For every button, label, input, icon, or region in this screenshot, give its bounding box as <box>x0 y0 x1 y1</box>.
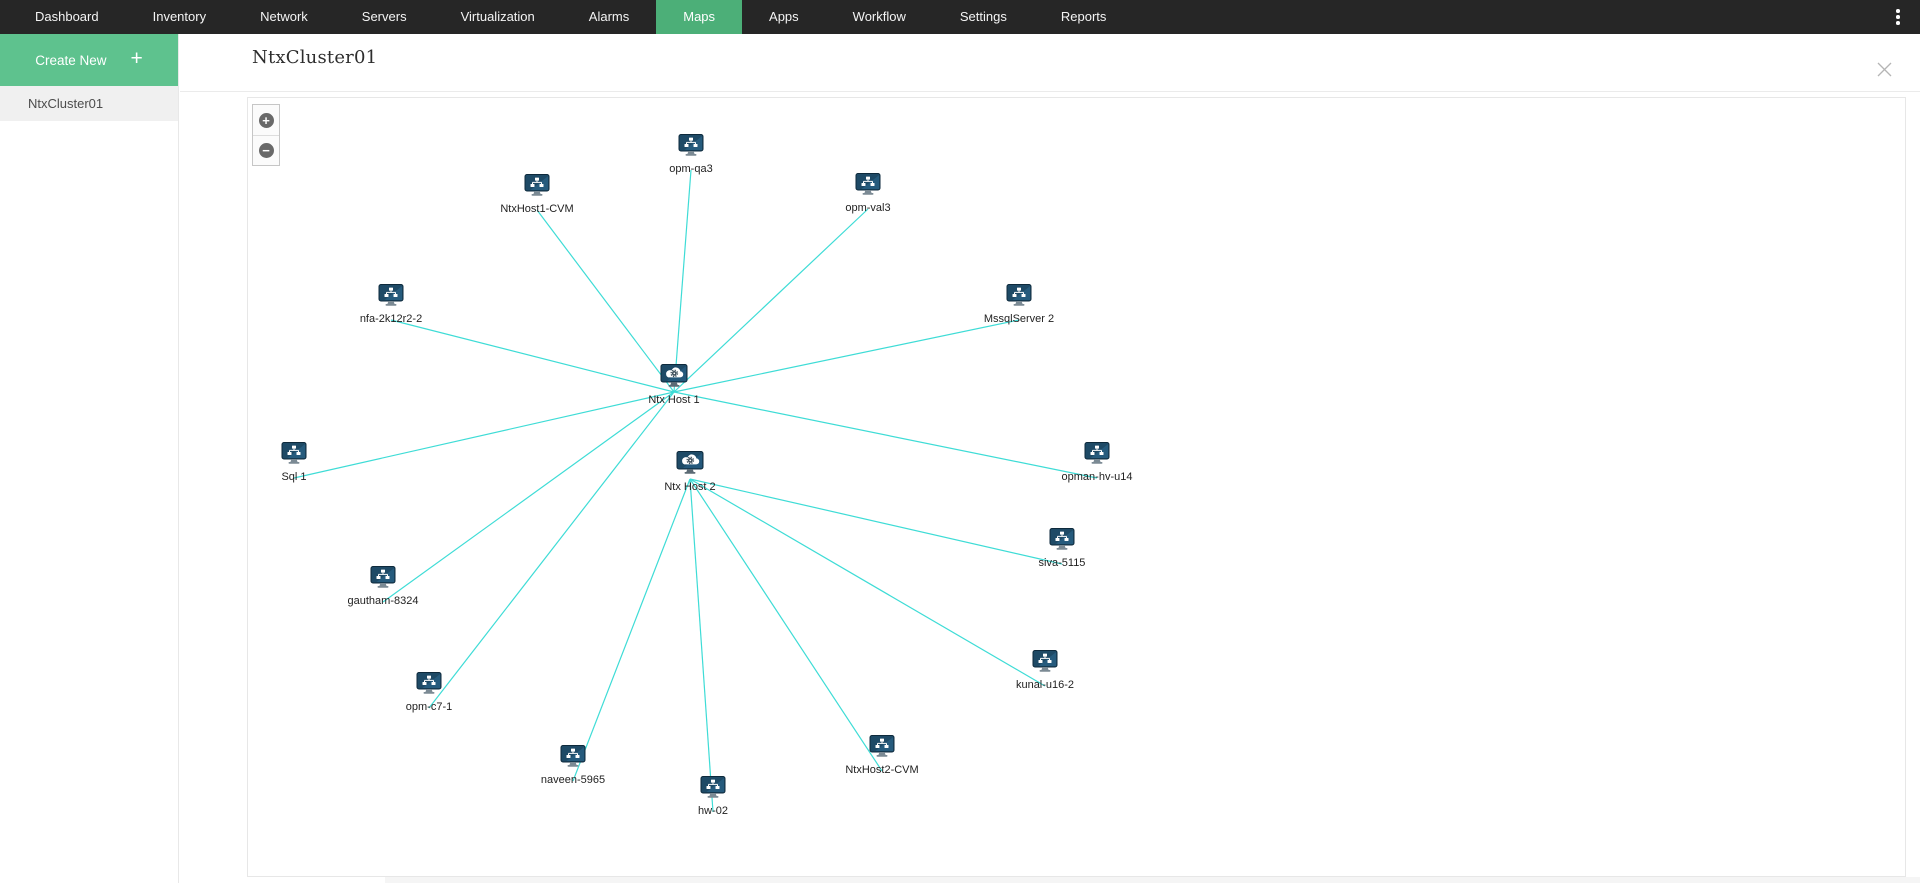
map-node-mssqlserver-2[interactable]: MssqlServer 2 <box>959 284 1079 325</box>
server-network-icon <box>855 173 881 195</box>
topology-edge-ntx-host-2-kunal-u16-2 <box>689 478 1046 687</box>
map-node-ntx-host-1[interactable]: Ntx Host 1 <box>614 364 734 406</box>
server-network-icon <box>370 566 396 588</box>
node-label-mssqlserver-2: MssqlServer 2 <box>983 313 1055 325</box>
zoom-in-icon: + <box>258 112 274 128</box>
zoom-out-button[interactable]: − <box>253 135 279 165</box>
topology-edge-ntx-host-1-ntxhost1-cvm <box>536 209 675 393</box>
topology-nodes-layer: opm-qa3 NtxHost1-CVM opm-val3 nfa-2k12r2… <box>248 98 1905 876</box>
topology-edge-ntx-host-1-gautham-8324 <box>382 391 675 603</box>
server-network-icon <box>560 745 586 767</box>
sidebar-map-list: NtxCluster01 <box>0 86 178 121</box>
zoom-in-button[interactable]: + <box>253 105 279 135</box>
map-node-hw-02[interactable]: hw-02 <box>653 776 773 817</box>
topology-edge-ntx-host-2-ntxhost2-cvm <box>689 478 883 772</box>
map-node-ntxhost1-cvm[interactable]: NtxHost1-CVM <box>477 174 597 215</box>
map-node-opm-c7-1[interactable]: opm-c7-1 <box>369 672 489 713</box>
server-network-icon <box>524 174 550 196</box>
kebab-menu-icon[interactable] <box>1889 0 1907 34</box>
page-title: NtxCluster01 <box>252 47 378 68</box>
map-node-siva-5115[interactable]: siva-5115 <box>1002 528 1122 569</box>
map-node-ntx-host-2[interactable]: Ntx Host 2 <box>630 451 750 493</box>
map-node-nfa-2k12r2-2[interactable]: nfa-2k12r2-2 <box>331 284 451 325</box>
host-cloud-gear-icon <box>676 451 704 474</box>
plus-icon: + <box>130 47 143 70</box>
topology-edge-ntx-host-1-mssqlserver-2 <box>673 319 1020 393</box>
node-label-ntxhost1-cvm: NtxHost1-CVM <box>500 203 574 215</box>
nav-tab-reports[interactable]: Reports <box>1060 9 1107 24</box>
node-label-naveen-5965: naveen-5965 <box>540 774 606 786</box>
host-cloud-gear-icon <box>660 364 688 387</box>
node-label-hw-02: hw-02 <box>698 805 728 817</box>
server-network-icon <box>416 672 442 694</box>
node-label-ntx-host-1: Ntx Host 1 <box>648 394 700 406</box>
nav-tab-apps[interactable]: Apps <box>769 9 799 24</box>
server-network-icon <box>378 284 404 306</box>
topology-edge-ntx-host-1-sql-1 <box>293 391 675 479</box>
topology-edge-ntx-host-2-siva-5115 <box>689 478 1063 565</box>
nav-tab-virtualization[interactable]: Virtualization <box>460 9 535 24</box>
topology-edge-ntx-host-1-opm-qa3 <box>673 169 692 393</box>
nav-tab-alarms[interactable]: Alarms <box>588 9 630 24</box>
topology-edge-ntx-host-1-nfa-2k12r2-2 <box>390 319 675 393</box>
map-node-opm-qa3[interactable]: opm-qa3 <box>631 134 751 175</box>
map-node-kunal-u16-2[interactable]: kunal-u16-2 <box>985 650 1105 691</box>
maps-sidebar: Create New + NtxCluster01 <box>0 34 179 883</box>
topology-edges-layer <box>293 169 1098 813</box>
topology-edge-ntx-host-1-opm-c7-1 <box>428 391 675 709</box>
topology-edge-ntx-host-2-naveen-5965 <box>572 478 691 782</box>
create-new-button[interactable]: Create New + <box>0 34 178 86</box>
map-node-sql-1[interactable]: Sql 1 <box>248 442 354 483</box>
topology-map-area: opm-qa3 NtxHost1-CVM opm-val3 nfa-2k12r2… <box>205 97 1920 877</box>
topology-edge-ntx-host-1-opm-val3 <box>673 208 869 393</box>
node-label-ntxhost2-cvm: NtxHost2-CVM <box>845 764 919 776</box>
map-node-naveen-5965[interactable]: naveen-5965 <box>513 745 633 786</box>
topology-canvas[interactable]: opm-qa3 NtxHost1-CVM opm-val3 nfa-2k12r2… <box>247 97 1906 877</box>
horizontal-scrollbar[interactable] <box>385 877 1920 883</box>
node-label-ntx-host-2: Ntx Host 2 <box>664 481 716 493</box>
map-content: NtxCluster01 opm-qa3 NtxHost1-CVM <box>180 34 1920 883</box>
node-label-gautham-8324: gautham-8324 <box>347 595 419 607</box>
server-network-icon <box>678 134 704 156</box>
server-network-icon <box>700 776 726 798</box>
node-label-opm-qa3: opm-qa3 <box>669 163 713 175</box>
server-network-icon <box>1049 528 1075 550</box>
map-node-ntxhost2-cvm[interactable]: NtxHost2-CVM <box>822 735 942 776</box>
node-label-opm-c7-1: opm-c7-1 <box>405 701 453 713</box>
node-label-sql-1: Sql 1 <box>281 471 307 483</box>
nav-tab-inventory[interactable]: Inventory <box>152 9 207 24</box>
server-network-icon <box>281 442 307 464</box>
sidebar-item-ntxcluster01[interactable]: NtxCluster01 <box>0 86 178 121</box>
nav-tab-settings[interactable]: Settings <box>959 9 1007 24</box>
node-label-nfa-2k12r2-2: nfa-2k12r2-2 <box>359 313 423 325</box>
zoom-out-icon: − <box>258 143 274 158</box>
node-label-siva-5115: siva-5115 <box>1038 557 1086 569</box>
topology-edge-ntx-host-1-opman-hv-u14 <box>673 391 1098 479</box>
top-nav-items: Dashboard Inventory Network Servers Virtuali… <box>0 0 1133 34</box>
node-label-opman-hv-u14: opman-hv-u14 <box>1061 471 1133 483</box>
map-node-gautham-8324[interactable]: gautham-8324 <box>323 566 443 607</box>
nav-tab-servers[interactable]: Servers <box>361 9 407 24</box>
top-nav: Dashboard Inventory Network Servers Virtuali… <box>0 0 1920 34</box>
topology-edge-ntx-host-2-hw-02 <box>689 478 714 813</box>
server-network-icon <box>1032 650 1058 672</box>
create-new-label: Create New <box>35 52 107 68</box>
node-label-kunal-u16-2: kunal-u16-2 <box>1015 679 1075 691</box>
nav-tab-network[interactable]: Network <box>260 9 308 24</box>
server-network-icon <box>1006 284 1032 306</box>
nav-tab-dashboard[interactable]: Dashboard <box>35 9 99 24</box>
node-label-opm-val3: opm-val3 <box>845 202 891 214</box>
server-network-icon <box>869 735 895 757</box>
nav-tab-workflow[interactable]: Workflow <box>852 9 906 24</box>
close-icon[interactable] <box>1876 61 1893 78</box>
nav-tab-maps[interactable]: Maps <box>656 0 743 34</box>
map-titlebar: NtxCluster01 <box>180 34 1920 92</box>
zoom-controls: + − <box>252 104 280 166</box>
map-node-opman-hv-u14[interactable]: opman-hv-u14 <box>1037 442 1157 483</box>
map-node-opm-val3[interactable]: opm-val3 <box>808 173 928 214</box>
server-network-icon <box>1084 442 1110 464</box>
